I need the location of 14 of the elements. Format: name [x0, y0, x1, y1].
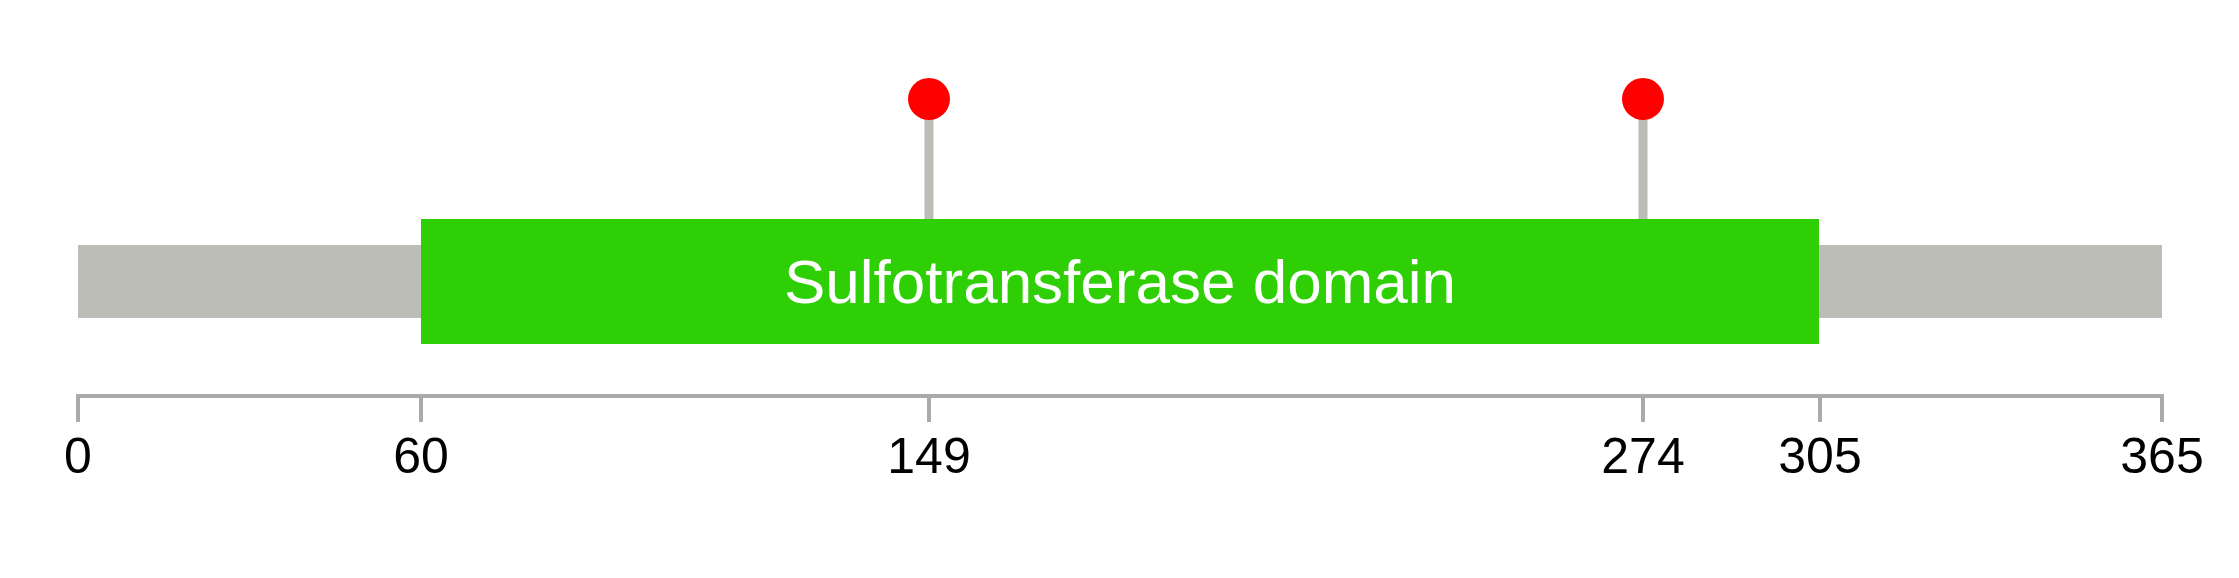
- tick-label: 0: [64, 431, 92, 481]
- lollipop-stem: [924, 120, 934, 219]
- tick-label: 149: [887, 431, 971, 481]
- site-marker: [1622, 78, 1664, 120]
- tick-label: 274: [1601, 431, 1685, 481]
- domain-region: [421, 219, 1819, 344]
- tick-label: 60: [393, 431, 449, 481]
- tick-label: 365: [2120, 431, 2204, 481]
- lollipop-stem: [1638, 120, 1648, 219]
- backbone-segment: [1819, 245, 2162, 318]
- backbone-segment: [78, 245, 421, 318]
- domain-label: Sulfotransferase domain: [783, 250, 1456, 313]
- site-marker: [908, 78, 950, 120]
- tick-label: 305: [1778, 431, 1862, 481]
